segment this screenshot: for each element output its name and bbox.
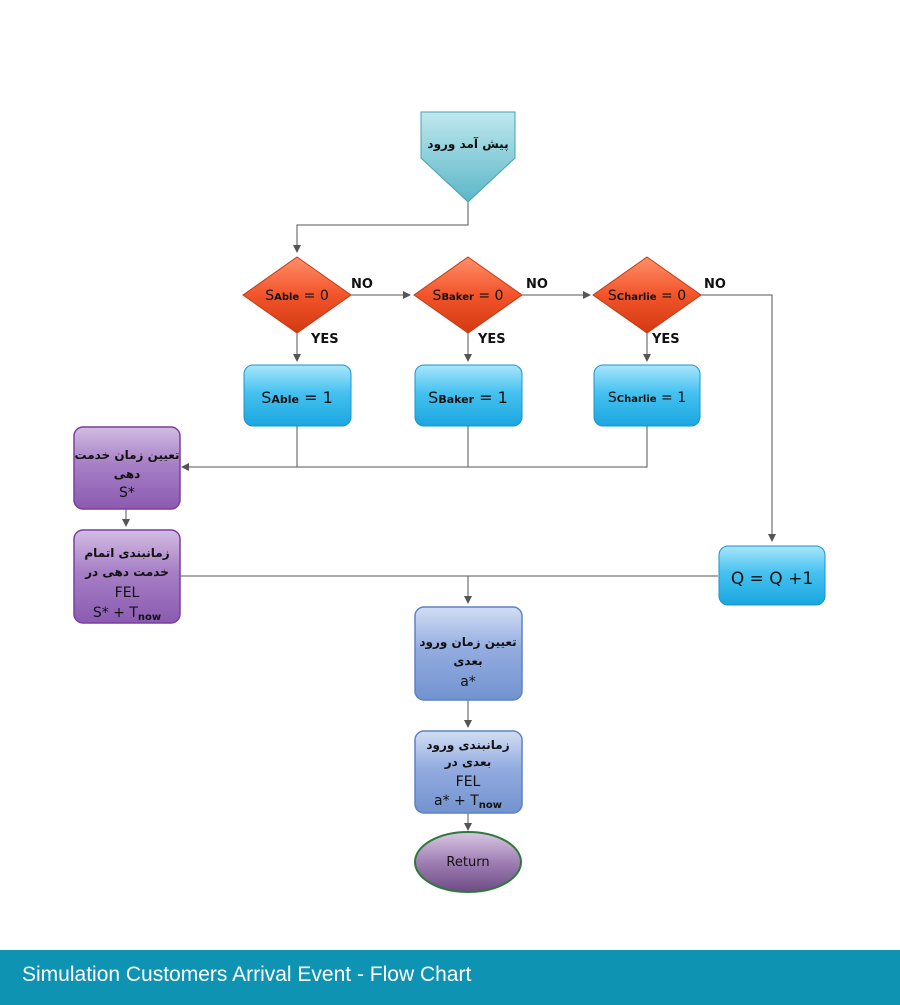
svg-text:SCharlie = 0: SCharlie = 0: [608, 288, 686, 304]
decision-charlie-var: S: [608, 288, 617, 304]
yes-label-baker: YES: [477, 332, 506, 347]
assign-charlie-rel: = 1: [657, 390, 687, 406]
footer-bar: Simulation Customers Arrival Event - Flo…: [0, 950, 900, 1005]
start-label: پیش آمد ورود: [427, 136, 508, 152]
yes-label-able: YES: [310, 332, 339, 347]
service-time-line1: تعیین زمان خدمت: [74, 448, 179, 462]
assign-baker-sub: Baker: [438, 393, 474, 406]
assign-baker-rel: = 1: [474, 388, 508, 407]
footer-title: Simulation Customers Arrival Event - Flo…: [22, 963, 472, 986]
assign-baker: SBaker = 1: [414, 364, 523, 427]
next-arrival-line3: a*: [460, 674, 476, 690]
schedule-arrival-box: زمانبندی ورود بعدی در FEL a* + Tnow: [414, 730, 523, 814]
schedule-arrival-line4-main: a* + T: [434, 793, 479, 809]
svg-text:a* + Tnow: a* + Tnow: [434, 793, 502, 811]
queue-label: Q = Q +1: [731, 569, 813, 589]
next-arrival-line1: تعیین زمان ورود: [419, 635, 516, 650]
assign-able-var: S: [261, 388, 271, 407]
schedule-service-line2: خدمت دهی در: [84, 565, 169, 579]
schedule-service-line1: زمانبندی اتمام: [84, 546, 169, 561]
assign-able-sub: Able: [271, 393, 299, 406]
decision-baker: SBaker = 0: [413, 256, 523, 334]
svg-text:SCharlie = 1: SCharlie = 1: [608, 390, 686, 406]
no-label-able: NO: [351, 277, 373, 292]
service-time-box: تعیین زمان خدمت دهی S*: [73, 426, 181, 510]
service-time-line3: S*: [119, 485, 135, 501]
decision-charlie: SCharlie = 0: [592, 256, 702, 334]
next-arrival-line2: بعدی: [453, 654, 482, 668]
connectors: [122, 202, 776, 831]
service-time-line2: دهی: [114, 467, 141, 481]
assign-charlie: SCharlie = 1: [593, 364, 701, 427]
connector-charlie-no: [701, 294, 776, 542]
schedule-service-line4-sub: now: [138, 612, 161, 623]
connector-assign-merge: [182, 426, 648, 467]
return-label: Return: [446, 855, 489, 870]
no-label-baker: NO: [526, 277, 548, 292]
schedule-arrival-line3: FEL: [456, 774, 481, 790]
assign-baker-var: S: [428, 388, 438, 407]
no-label-charlie: NO: [704, 277, 726, 292]
yes-label-charlie: YES: [651, 332, 680, 347]
connector-start-to-able: [293, 202, 469, 253]
decision-baker-rel: = 0: [474, 288, 504, 304]
schedule-service-line3: FEL: [115, 585, 140, 601]
decision-able-rel: = 0: [299, 288, 329, 304]
schedule-arrival-line1: زمانبندی ورود: [426, 738, 509, 753]
schedule-arrival-line2: بعدی در: [444, 755, 491, 769]
schedule-service-line4-main: S* + T: [93, 605, 139, 621]
svg-text:SBaker = 0: SBaker = 0: [433, 288, 504, 304]
schedule-arrival-line4-sub: now: [479, 800, 502, 811]
start-node: پیش آمد ورود: [420, 111, 516, 203]
decision-charlie-sub: Charlie: [617, 292, 657, 303]
svg-text:SAble = 1: SAble = 1: [261, 388, 333, 407]
return-node: Return: [414, 831, 522, 893]
decision-able: SAble = 0: [242, 256, 352, 334]
svg-text:SAble = 0: SAble = 0: [265, 288, 329, 304]
queue-box: Q = Q +1: [718, 545, 826, 606]
assign-able: SAble = 1: [243, 364, 352, 427]
schedule-service-box: زمانبندی اتمام خدمت دهی در FEL S* + Tnow: [73, 529, 181, 624]
decision-able-sub: Able: [274, 292, 299, 303]
assign-charlie-var: S: [608, 390, 617, 406]
decision-able-var: S: [265, 288, 274, 304]
svg-text:SBaker = 1: SBaker = 1: [428, 388, 508, 407]
decision-baker-sub: Baker: [441, 292, 474, 303]
decision-baker-var: S: [433, 288, 442, 304]
assign-charlie-sub: Charlie: [617, 394, 657, 405]
flowchart-canvas: پیش آمد ورود SAble = 0 SBaker = 0 SCharl…: [73, 111, 826, 893]
svg-text:S* + Tnow: S* + Tnow: [93, 605, 161, 623]
assign-able-rel: = 1: [299, 388, 333, 407]
next-arrival-box: تعیین زمان ورود بعدی a*: [414, 606, 523, 701]
decision-charlie-rel: = 0: [657, 288, 687, 304]
